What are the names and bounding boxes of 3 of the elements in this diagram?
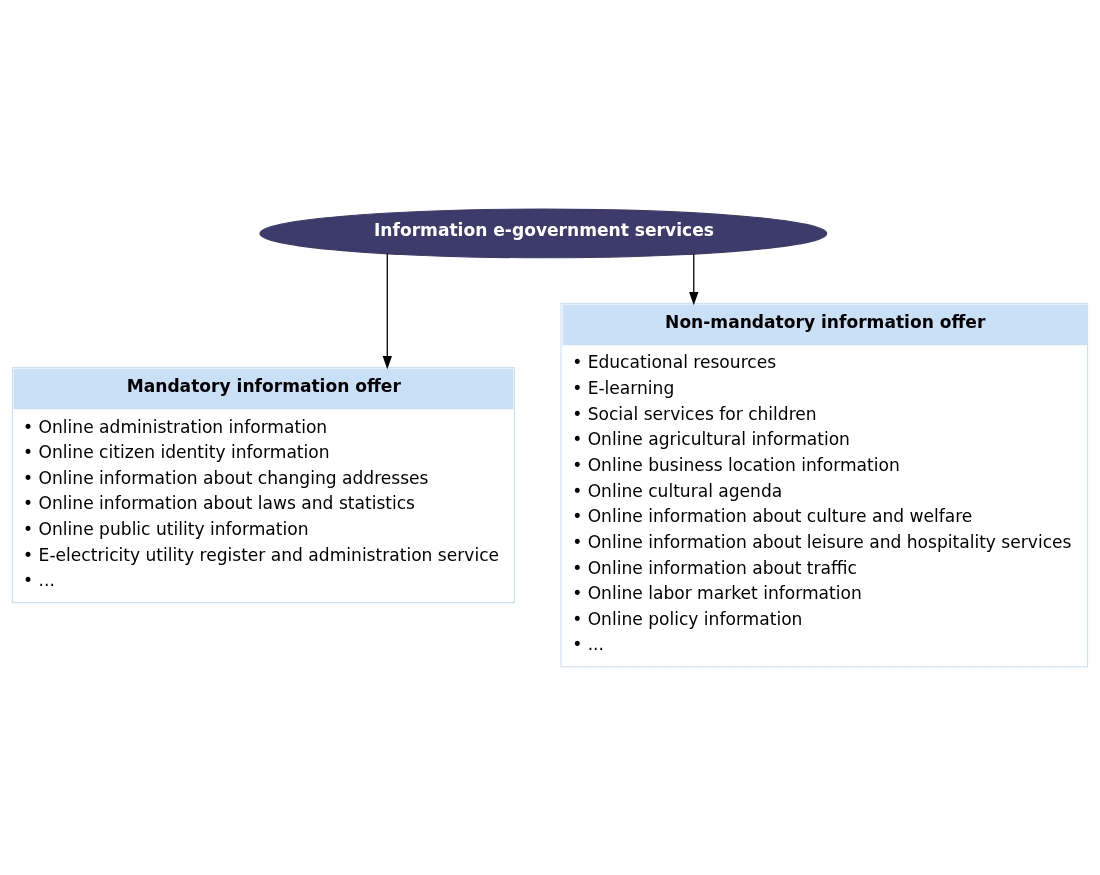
arrow <box>689 252 699 305</box>
node-ellipse: Information e-government services <box>259 208 828 258</box>
arrow <box>382 252 392 369</box>
